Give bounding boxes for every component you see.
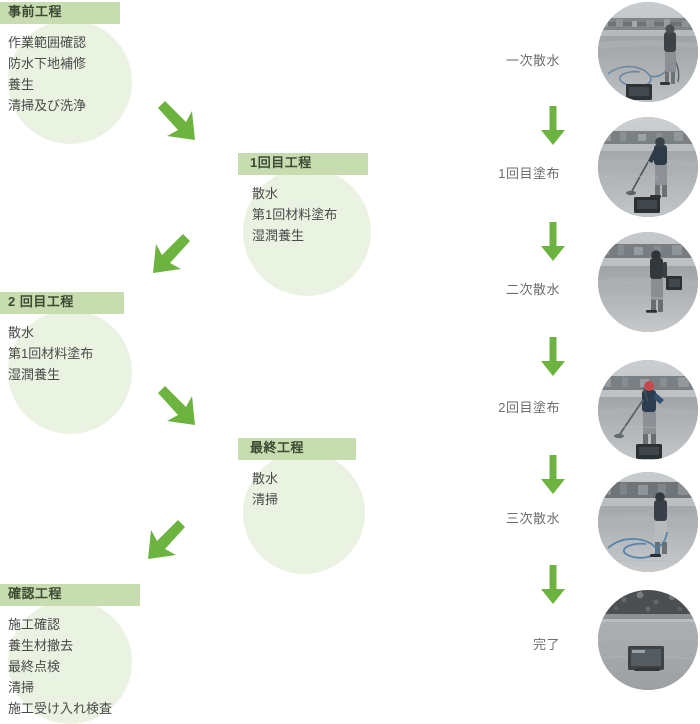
finished-rooftop-surface-photo bbox=[598, 590, 698, 690]
step-first-pass-items: 散水 第1回材料塗布 湿潤養生 bbox=[238, 175, 368, 246]
photo-2[interactable] bbox=[598, 117, 698, 217]
worker-standing-with-equipment-photo bbox=[598, 232, 698, 332]
arrow-down-icon bbox=[541, 337, 565, 376]
arrow-down-icon bbox=[541, 565, 565, 604]
step-item: 清掃及び洗浄 bbox=[8, 98, 87, 114]
step-item: 防水下地補修 bbox=[8, 55, 87, 71]
step-second-pass-title: 2 回目工程 bbox=[0, 292, 124, 314]
photo-label-6: 完了 bbox=[532, 637, 560, 652]
photo-connector-5 bbox=[540, 565, 566, 605]
photo-connector-1 bbox=[540, 106, 566, 146]
step-item: 施工確認 bbox=[8, 616, 61, 632]
step-confirmation-title: 確認工程 bbox=[0, 584, 140, 606]
photo-label-4: 2回目塗布 bbox=[498, 400, 560, 415]
step-final-pass[interactable]: 最終工程 散水 清掃 bbox=[238, 438, 356, 510]
step-item: 清掃 bbox=[8, 680, 35, 696]
connector-down-right-1 bbox=[152, 99, 198, 145]
step-item: 施工受け入れ検査 bbox=[8, 701, 113, 717]
connector-down-left-1 bbox=[150, 232, 196, 278]
arrow-down-right-icon bbox=[158, 386, 195, 425]
worker-hosing-final-rinse-photo bbox=[598, 472, 698, 572]
step-first-pass-title: 1回目工程 bbox=[238, 153, 368, 175]
photo-connector-2 bbox=[540, 222, 566, 262]
connector-down-right-2 bbox=[152, 384, 198, 430]
step-item: 養生 bbox=[8, 77, 35, 93]
step-item: 第1回材料塗布 bbox=[252, 206, 338, 222]
photo-5[interactable] bbox=[598, 472, 698, 572]
step-final-pass-title: 最終工程 bbox=[238, 438, 356, 460]
worker-hosing-rooftop-photo bbox=[598, 2, 698, 102]
step-pre-work-title: 事前工程 bbox=[0, 2, 120, 24]
step-final-pass-items: 散水 清掃 bbox=[238, 460, 356, 510]
photo-3[interactable] bbox=[598, 232, 698, 332]
worker-spraying-second-coat-photo bbox=[598, 360, 698, 460]
blob-first-pass bbox=[243, 168, 371, 296]
photo-1[interactable] bbox=[598, 2, 698, 102]
photo-6[interactable] bbox=[598, 590, 698, 690]
arrow-down-left-icon bbox=[148, 520, 185, 559]
step-item: 散水 bbox=[252, 470, 279, 486]
step-second-pass[interactable]: 2 回目工程 散水 第1回材料塗布 湿潤養生 bbox=[0, 292, 124, 385]
photo-label-2: 1回目塗布 bbox=[498, 166, 560, 181]
step-item: 湿潤養生 bbox=[8, 367, 61, 383]
blob-pre-work bbox=[8, 20, 132, 144]
step-second-pass-items: 散水 第1回材料塗布 湿潤養生 bbox=[0, 314, 124, 385]
step-item: 養生材撤去 bbox=[8, 637, 74, 653]
step-confirmation-items: 施工確認 養生材撤去 最終点検 清掃 施工受け入れ検査 bbox=[0, 606, 140, 719]
photo-connector-4 bbox=[540, 455, 566, 495]
arrow-down-icon bbox=[541, 106, 565, 145]
step-first-pass[interactable]: 1回目工程 散水 第1回材料塗布 湿潤養生 bbox=[238, 153, 368, 246]
step-pre-work[interactable]: 事前工程 作業範囲確認 防水下地補修 養生 清掃及び洗浄 bbox=[0, 2, 120, 116]
photo-label-1: 一次散水 bbox=[505, 53, 560, 68]
connector-down-left-2 bbox=[145, 518, 191, 564]
step-item: 第1回材料塗布 bbox=[8, 345, 94, 361]
step-confirmation[interactable]: 確認工程 施工確認 養生材撤去 最終点検 清掃 施工受け入れ検査 bbox=[0, 584, 140, 719]
worker-spraying-first-coat-photo bbox=[598, 117, 698, 217]
blob-final-pass bbox=[243, 452, 365, 574]
step-item: 最終点検 bbox=[8, 659, 61, 675]
step-item: 散水 bbox=[8, 324, 35, 340]
step-pre-work-items: 作業範囲確認 防水下地補修 養生 清掃及び洗浄 bbox=[0, 24, 120, 116]
arrow-down-icon bbox=[541, 222, 565, 261]
photo-label-5: 三次散水 bbox=[505, 511, 560, 526]
arrow-down-left-icon bbox=[153, 234, 190, 273]
blob-second-pass bbox=[8, 310, 132, 434]
step-item: 清掃 bbox=[252, 491, 279, 507]
step-item: 作業範囲確認 bbox=[8, 34, 87, 50]
step-item: 散水 bbox=[252, 185, 279, 201]
arrow-down-right-icon bbox=[158, 101, 195, 140]
photo-connector-3 bbox=[540, 337, 566, 377]
blob-confirmation bbox=[8, 600, 132, 724]
photo-label-3: 二次散水 bbox=[505, 282, 560, 297]
photo-4[interactable] bbox=[598, 360, 698, 460]
arrow-down-icon bbox=[541, 455, 565, 494]
step-item: 湿潤養生 bbox=[252, 228, 305, 244]
